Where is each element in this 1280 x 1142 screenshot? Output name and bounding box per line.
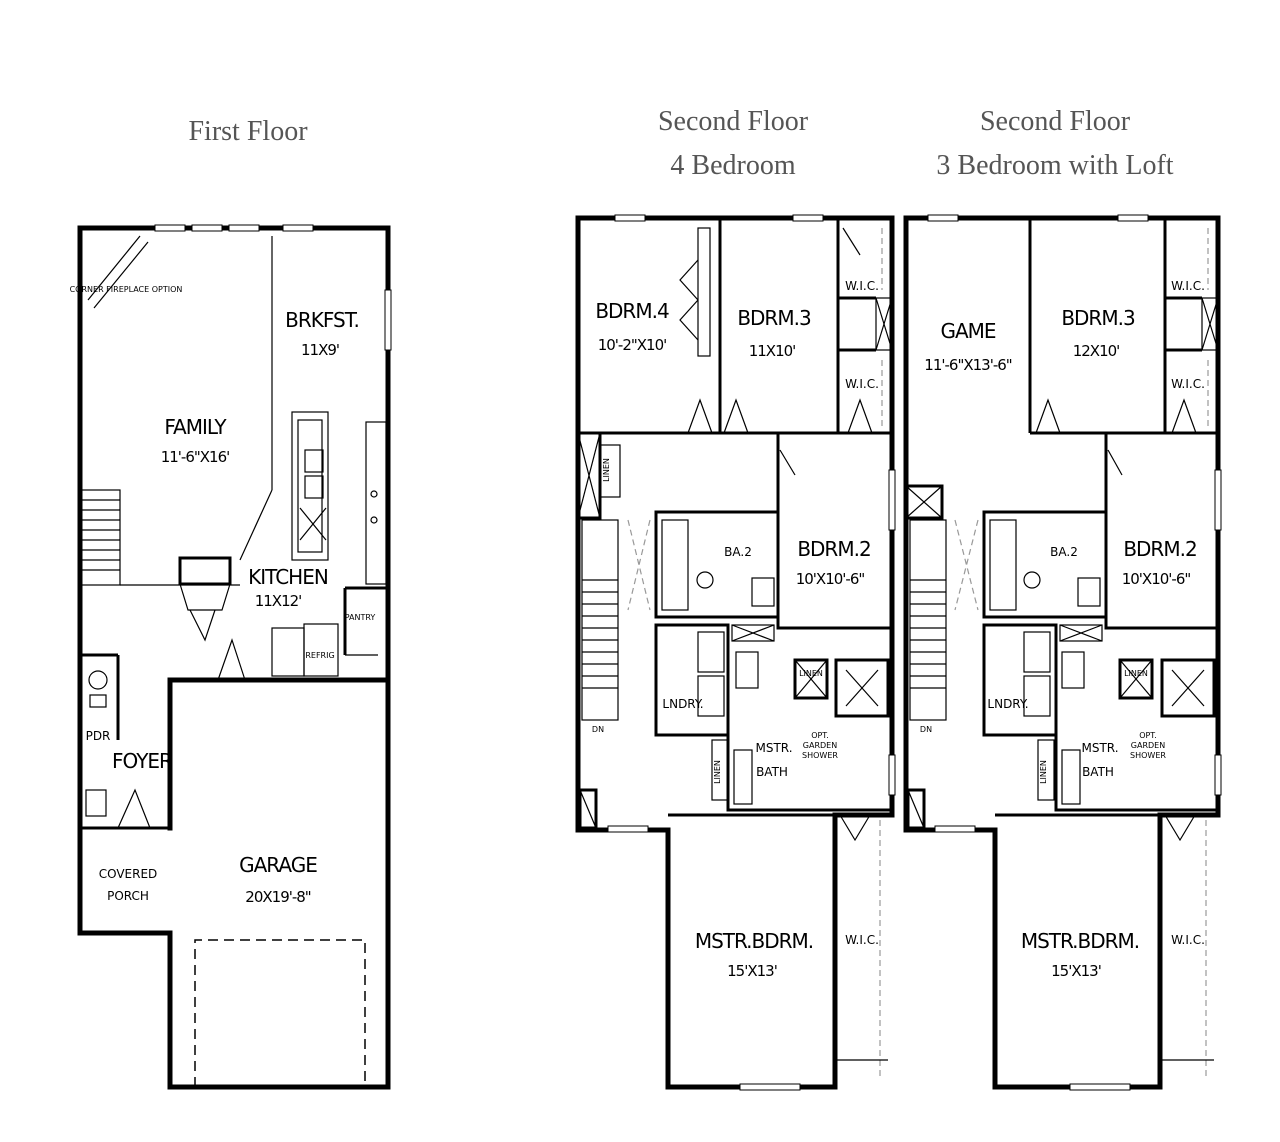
room-brkfst-name: BRKFST. <box>285 308 359 332</box>
heading-line: Second Floor <box>657 106 809 137</box>
room-linen-left: LINEN <box>602 458 611 482</box>
heading-line: 3 Bedroom with Loft <box>936 150 1174 181</box>
room-bdrm2-name: BDRM.2 <box>1123 537 1196 561</box>
second-floor-4-bedroom-plan <box>575 214 896 1091</box>
opt-shower-line2: GARDEN <box>803 741 837 750</box>
room-wic-mid: W.I.C. <box>845 377 879 391</box>
room-mstr-bdrm-name: MSTR.BDRM. <box>695 929 813 953</box>
opt-shower-line3: SHOWER <box>802 751 838 760</box>
stair-dn: DN <box>592 725 604 734</box>
second-floor-loft-labels: GAME 11'-6"X13'-6" BDRM.3 12X10' W.I.C. … <box>920 279 1205 980</box>
room-porch-line1: COVERED <box>99 867 158 881</box>
room-mstr-bath-line2: BATH <box>1082 765 1114 779</box>
room-game-name: GAME <box>940 319 995 343</box>
heading-line: First Floor <box>188 116 308 147</box>
room-kitchen-name: KITCHEN <box>248 565 328 589</box>
room-bdrm3-name: BDRM.3 <box>1061 306 1135 330</box>
heading-line: Second Floor <box>979 106 1131 137</box>
heading-line: 4 Bedroom <box>670 150 796 181</box>
room-game-dim: 11'-6"X13'-6" <box>924 356 1012 374</box>
first-floor-labels: CORNER FIREPLACE OPTION FAMILY 11'-6"X16… <box>70 285 376 906</box>
room-family-dim: 11'-6"X16' <box>161 448 230 466</box>
room-bdrm3-name: BDRM.3 <box>737 306 811 330</box>
room-wic-top: W.I.C. <box>1171 279 1205 293</box>
room-kitchen-dim: 11X12' <box>255 592 302 610</box>
room-lndry: LNDRY. <box>662 697 703 711</box>
room-bdrm2-dim: 10'X10'-6" <box>1122 570 1191 588</box>
room-bdrm2-name: BDRM.2 <box>797 537 870 561</box>
opt-shower-line3: SHOWER <box>1130 751 1166 760</box>
room-pantry: PANTRY <box>345 613 376 622</box>
opt-shower-line1: OPT. <box>811 731 829 740</box>
room-pdr: PDR <box>86 729 111 743</box>
room-linen-small: LINEN <box>1124 669 1148 678</box>
fireplace-option-note: CORNER FIREPLACE OPTION <box>70 285 183 294</box>
room-mstr-bdrm-name: MSTR.BDRM. <box>1021 929 1139 953</box>
room-mstr-bath-line1: MSTR. <box>755 741 792 755</box>
opt-shower-line1: OPT. <box>1139 731 1157 740</box>
first-floor-plan <box>77 224 392 1090</box>
room-bdrm3-dim: 11X10' <box>749 342 796 360</box>
room-wic-mid: W.I.C. <box>1171 377 1205 391</box>
room-bdrm2-dim: 10'X10'-6" <box>796 570 865 588</box>
room-family-name: FAMILY <box>164 415 227 439</box>
room-linen-small: LINEN <box>799 669 823 678</box>
heading-second-floor-loft: Second Floor 3 Bedroom with Loft <box>920 100 1190 188</box>
room-bdrm3-dim: 12X10' <box>1073 342 1120 360</box>
room-garage-name: GARAGE <box>239 853 317 877</box>
fridge-label: REFRIG <box>305 651 334 660</box>
room-mstr-bath-line2: BATH <box>756 765 788 779</box>
room-mstr-bath-line1: MSTR. <box>1081 741 1118 755</box>
second-floor-loft-plan <box>903 214 1222 1091</box>
room-lndry: LNDRY. <box>987 697 1028 711</box>
room-mstr-bdrm-dim: 15'X13' <box>1051 962 1101 980</box>
room-wic-master: W.I.C. <box>1171 933 1205 947</box>
room-wic-master: W.I.C. <box>845 933 879 947</box>
room-foyer: FOYER <box>112 749 173 773</box>
second-floor-4-bedroom-labels: BDRM.4 10'-2"X10' BDRM.3 11X10' W.I.C. W… <box>592 279 879 980</box>
opt-shower-line2: GARDEN <box>1131 741 1165 750</box>
room-bdrm4-dim: 10'-2"X10' <box>598 336 667 354</box>
room-wic-top: W.I.C. <box>845 279 879 293</box>
room-ba2: BA.2 <box>1050 545 1078 559</box>
room-porch-line2: PORCH <box>107 889 149 903</box>
stair-dn: DN <box>920 725 932 734</box>
room-mstr-bdrm-dim: 15'X13' <box>727 962 777 980</box>
room-bdrm4-name: BDRM.4 <box>595 299 669 323</box>
room-ba2: BA.2 <box>724 545 752 559</box>
room-linen-lower: LINEN <box>713 760 722 784</box>
room-garage-dim: 20X19'-8" <box>245 888 311 906</box>
room-brkfst-dim: 11X9' <box>301 341 339 359</box>
room-linen-lower: LINEN <box>1039 760 1048 784</box>
heading-first-floor: First Floor <box>148 110 348 154</box>
heading-second-floor-4-bedroom: Second Floor 4 Bedroom <box>603 100 863 188</box>
